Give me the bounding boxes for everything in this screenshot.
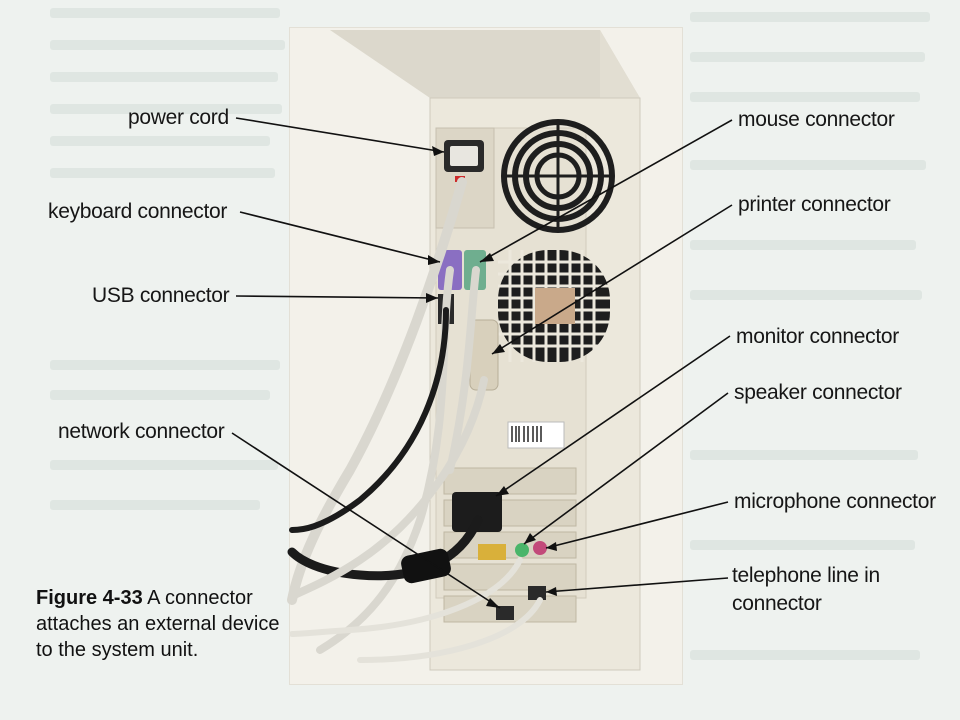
caption-text-1: A connector <box>142 587 253 609</box>
leader-power-cord <box>235 117 445 153</box>
leader-telephone <box>545 577 729 593</box>
case-top <box>330 30 640 98</box>
label-telephone-line-in-connector: connector <box>732 592 822 615</box>
label-usb-connector: USB connector <box>92 284 230 307</box>
leader-monitor <box>495 335 731 497</box>
power-supply-fan <box>501 119 615 233</box>
label-telephone-line-in: telephone line in <box>732 564 880 587</box>
leader-speaker <box>523 392 729 545</box>
leader-printer <box>491 204 733 355</box>
telephone-jack <box>528 586 546 600</box>
microphone-jack <box>533 541 547 555</box>
label-keyboard-connector: keyboard connector <box>48 200 228 223</box>
leader-usb <box>235 295 439 299</box>
label-microphone-connector: microphone connector <box>734 490 936 513</box>
barcode-sticker <box>507 421 565 449</box>
cables <box>287 177 543 663</box>
caption-line-2: attaches an external device <box>36 613 280 635</box>
game-port <box>478 544 506 560</box>
network-port <box>496 606 514 620</box>
caption-line-1: Figure 4-33 A connector <box>36 585 296 611</box>
label-monitor-connector: monitor connector <box>736 325 899 348</box>
label-speaker-connector: speaker connector <box>734 381 902 404</box>
leader-microphone <box>545 501 729 549</box>
leader-arrowheads <box>426 146 557 608</box>
system-fan-grille <box>498 250 610 362</box>
label-power-cord: power cord <box>128 106 229 129</box>
leader-mouse <box>479 119 733 263</box>
speaker-jack <box>515 543 529 557</box>
caption-line-3: to the system unit. <box>36 639 199 661</box>
ferrite-bead <box>401 548 451 584</box>
leader-lines <box>231 117 733 609</box>
figure-caption: Figure 4-33 A connector attaches an exte… <box>36 585 296 663</box>
label-mouse-connector: mouse connector <box>738 108 895 131</box>
label-printer-connector: printer connector <box>738 193 891 216</box>
monitor-port <box>452 492 502 532</box>
leader-network <box>231 432 501 609</box>
caption-figure-number: Figure 4-33 <box>36 587 143 609</box>
label-network-connector: network connector <box>58 420 225 443</box>
leader-keyboard <box>239 211 441 263</box>
